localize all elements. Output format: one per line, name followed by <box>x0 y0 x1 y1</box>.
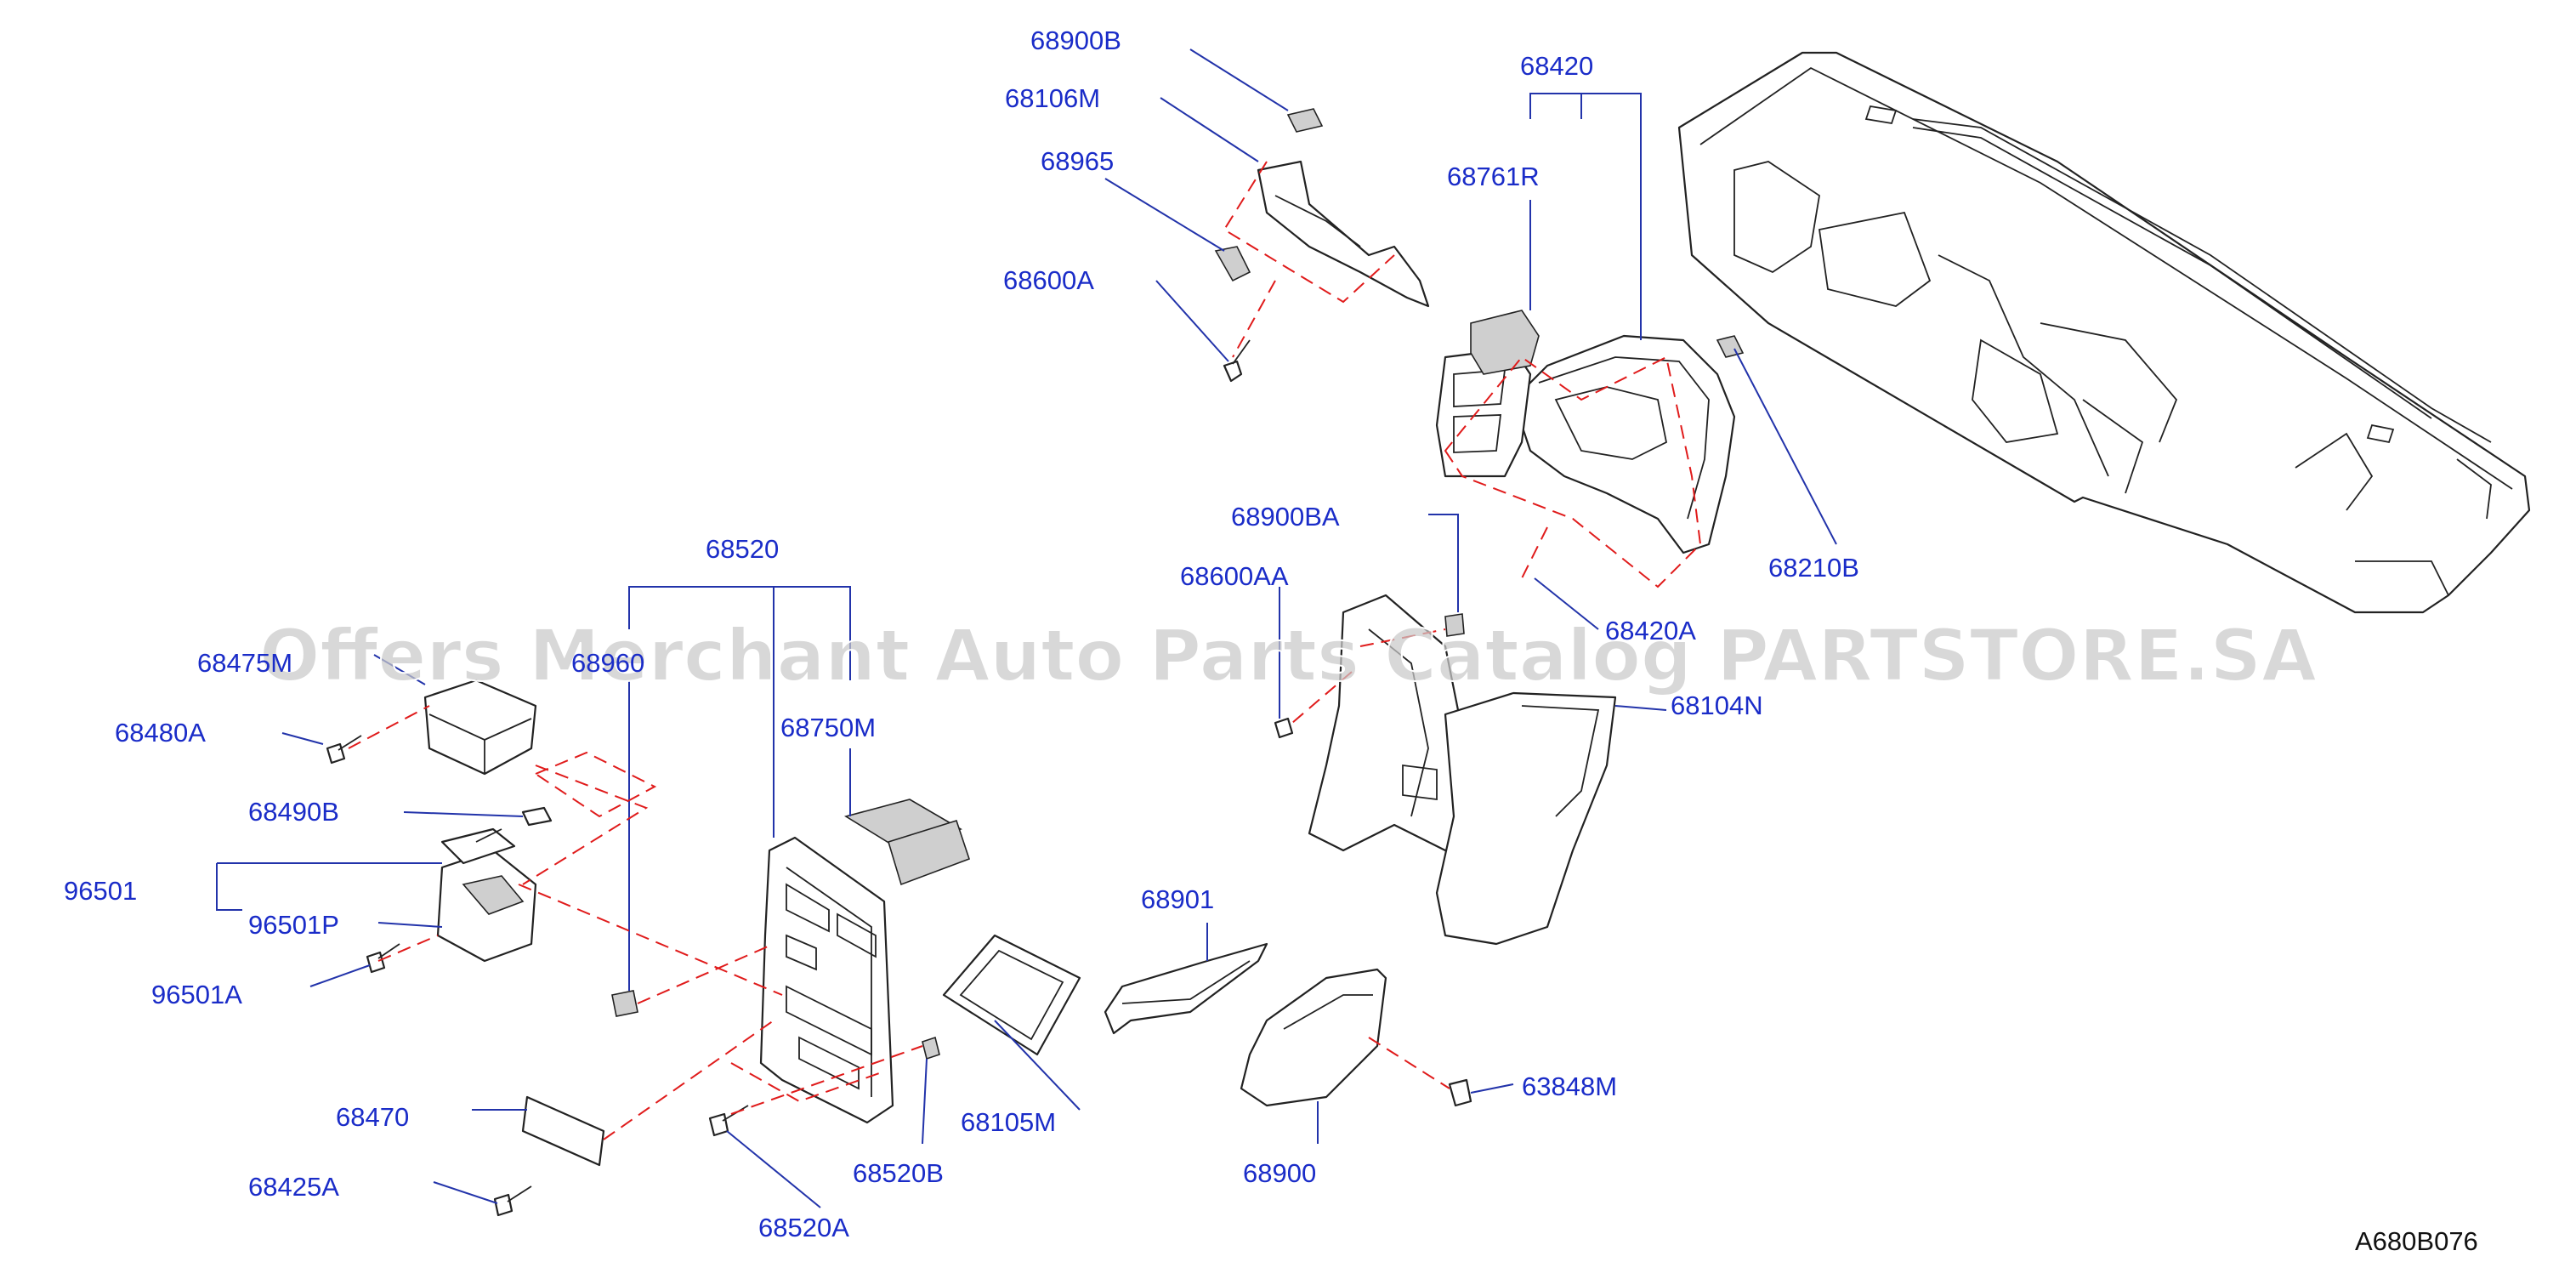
pocket-68475m <box>423 679 537 776</box>
label-68750m[interactable]: 68750M <box>780 713 876 742</box>
leader-lines <box>216 48 1837 1208</box>
label-68470[interactable]: 68470 <box>336 1102 409 1132</box>
display-frame-68105m <box>922 934 1081 1060</box>
label-68520[interactable]: 68520 <box>706 534 779 564</box>
label-68520a[interactable]: 68520A <box>758 1213 849 1242</box>
screws-left <box>326 735 749 1217</box>
label-68420a[interactable]: 68420A <box>1605 616 1696 645</box>
label-68600aa[interactable]: 68600AA <box>1180 561 1289 591</box>
lower-panel-68104n <box>1274 594 1617 946</box>
finisher-68106m <box>1214 108 1430 383</box>
diagram-reference-code: A680B076 <box>2355 1226 2478 1256</box>
bracket-68901 <box>1104 942 1268 1035</box>
label-68106m[interactable]: 68106M <box>1005 83 1100 113</box>
ashtray-96501 <box>436 806 553 963</box>
label-68210b[interactable]: 68210B <box>1768 553 1859 583</box>
label-96501a[interactable]: 96501A <box>151 980 242 1009</box>
label-68761r[interactable]: 68761R <box>1447 162 1540 191</box>
label-68105m[interactable]: 68105M <box>961 1107 1056 1137</box>
label-68490b[interactable]: 68490B <box>248 797 339 827</box>
label-68480a[interactable]: 68480A <box>115 718 206 748</box>
label-68425a[interactable]: 68425A <box>248 1172 339 1202</box>
label-68600a[interactable]: 68600A <box>1003 265 1094 295</box>
bracket-68470 <box>521 1095 605 1167</box>
cluster-finisher-68520 <box>759 799 971 1124</box>
assembly-guides <box>348 161 1702 1140</box>
label-68475m[interactable]: 68475M <box>197 648 292 678</box>
watermark: Offers Merchant Auto Parts Catalog PARTS… <box>259 614 2317 697</box>
label-96501[interactable]: 96501 <box>64 876 137 906</box>
label-68420[interactable]: 68420 <box>1520 51 1593 81</box>
clip-68960 <box>611 990 638 1017</box>
label-68520b[interactable]: 68520B <box>853 1158 944 1188</box>
label-68900ba[interactable]: 68900BA <box>1231 502 1340 532</box>
part-labels: 68900B 68106M 68965 68600A 68420 68761R … <box>64 26 1859 1242</box>
instrument-panel-assembly <box>1677 51 2531 614</box>
label-68104n[interactable]: 68104N <box>1671 691 1763 720</box>
label-63848m[interactable]: 63848M <box>1522 1072 1617 1101</box>
cover-68900 <box>1240 968 1472 1107</box>
label-68960[interactable]: 68960 <box>571 648 644 678</box>
label-68965[interactable]: 68965 <box>1041 146 1114 176</box>
label-68900[interactable]: 68900 <box>1243 1158 1316 1188</box>
label-96501p[interactable]: 96501P <box>248 910 339 940</box>
label-68900b[interactable]: 68900B <box>1030 26 1121 55</box>
label-68901[interactable]: 68901 <box>1141 884 1214 914</box>
